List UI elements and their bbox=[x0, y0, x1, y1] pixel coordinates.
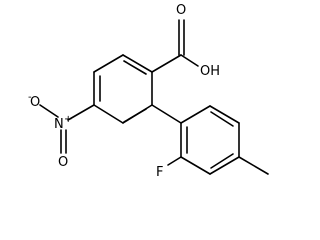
bond-nitrogen-oxygen-top bbox=[39, 104, 59, 118]
double-bond-a2-a3 bbox=[123, 108, 147, 123]
fluorine-label: F bbox=[156, 165, 163, 180]
double-bond-a6-a1 bbox=[123, 60, 147, 75]
fluorine-substituent: F bbox=[156, 156, 182, 180]
bond-b3-b4 bbox=[209, 156, 240, 175]
chemical-structure-diagram: O OH N + O - O F bbox=[28, 3, 269, 180]
carbonyl-oxygen-label: O bbox=[176, 3, 186, 18]
bond-ring-to-fluorine bbox=[167, 156, 182, 166]
bond-b6-b1 bbox=[180, 105, 211, 124]
bond-a5-a6 bbox=[93, 54, 124, 73]
nitro-nitrogen-charge: + bbox=[64, 114, 72, 125]
nitro-oxygen-right-label: O bbox=[58, 155, 68, 170]
nitro-oxygen-charge: - bbox=[28, 92, 32, 103]
bond-ring-to-carboxyl bbox=[151, 54, 182, 73]
bond-b2-b3 bbox=[180, 156, 211, 175]
nitro-group: N + O - O bbox=[28, 92, 95, 170]
bond-b5-b6 bbox=[209, 105, 240, 124]
bond-a3-a4 bbox=[93, 104, 124, 124]
ring-b-bonds bbox=[180, 105, 240, 175]
bond-methyl bbox=[238, 156, 269, 175]
bond-carbon-hydroxyl bbox=[180, 54, 199, 67]
double-bond-b3-b4 bbox=[210, 153, 234, 169]
carboxylic-acid-group: O OH bbox=[151, 3, 220, 79]
bond-ring-to-nitro bbox=[67, 104, 95, 121]
hydroxyl-label: OH bbox=[200, 64, 220, 79]
nitro-nitrogen-label: N bbox=[54, 117, 64, 132]
bond-biaryl bbox=[151, 104, 182, 124]
nitro-oxygen-top-label: O bbox=[30, 95, 40, 110]
double-bond-b5-b6 bbox=[210, 111, 234, 127]
bond-a6-a1 bbox=[122, 54, 153, 73]
ring-a-bonds bbox=[93, 54, 153, 124]
